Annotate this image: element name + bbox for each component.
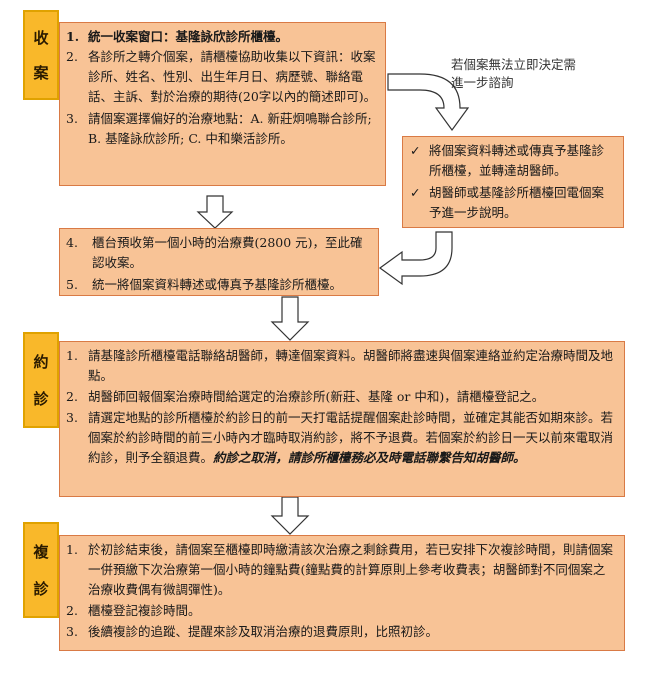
check-icon: ✓ xyxy=(410,143,421,158)
down-arrow-intake-to-payment xyxy=(196,195,234,229)
curve-arrow-side-to-payment xyxy=(378,231,453,286)
section-label-followup: 複 診 xyxy=(23,522,59,618)
list-item: 1. 統一收案窗口：基隆詠欣診所櫃檯。 xyxy=(62,27,377,47)
item-text: 櫃檯登記複診時間。 xyxy=(88,603,201,618)
list-item: 3. 請個案選擇偏好的治療地點：A. 新莊炯鳴聯合診所; B. 基隆詠欣診所; … xyxy=(62,109,377,149)
curve-arrow-intake-to-side xyxy=(387,73,470,132)
down-arrow-appointment-to-followup xyxy=(270,496,310,535)
item-number: 1. xyxy=(66,348,78,363)
list-item: 2. 各診所之轉介個案，請櫃檯協助收集以下資訊：收案診所、姓名、性別、出生年月日… xyxy=(62,47,377,107)
list-item: 3. 後續複診的追蹤、提醒來診及取消治療的退費原則，比照初診。 xyxy=(62,622,616,642)
list-item: 2. 胡醫師回報個案治療時間給選定的治療診所(新莊、基隆 or 中和)，請櫃檯登… xyxy=(62,387,616,407)
payment-box: 4. 櫃台預收第一個小時的治療費(2800 元)，至此確認收案。 5. 統一將個… xyxy=(59,228,379,296)
item-number: 2. xyxy=(66,603,78,618)
section-label-appointment: 約 診 xyxy=(23,332,59,428)
label-char: 診 xyxy=(33,390,49,409)
label-char: 複 xyxy=(33,542,49,561)
label-char: 約 xyxy=(33,352,49,371)
item-number: 3. xyxy=(66,410,78,425)
item-number: 3. xyxy=(66,111,78,126)
consult-box: ✓ 將個案資料轉述或傳真予基隆診所櫃檯，並轉達胡醫師。 ✓ 胡醫師或基隆診所櫃檯… xyxy=(402,136,624,228)
item-text: 各診所之轉介個案，請櫃檯協助收集以下資訊：收案診所、姓名、性別、出生年月日、病歷… xyxy=(88,49,377,104)
side-note: 若個案無法立即決定需進一步諮詢 xyxy=(451,57,577,90)
list-item: 5. 統一將個案資料轉述或傳真予基隆診所櫃檯。 xyxy=(62,275,370,295)
item-number: 3. xyxy=(66,624,78,639)
item-text: 請基隆診所櫃檯電話聯絡胡醫師，轉達個案資料。胡醫師將盡速與個案連絡並約定治療時間… xyxy=(88,348,614,383)
item-text: 胡醫師回報個案治療時間給選定的治療診所(新莊、基隆 or 中和)，請櫃檯登記之。 xyxy=(88,389,545,404)
intake-box: 1. 統一收案窗口：基隆詠欣診所櫃檯。 2. 各診所之轉介個案，請櫃檯協助收集以… xyxy=(59,22,386,186)
list-item: 1. 請基隆診所櫃檯電話聯絡胡醫師，轉達個案資料。胡醫師將盡速與個案連絡並約定治… xyxy=(62,346,616,386)
item-number: 2. xyxy=(66,49,78,64)
item-text: 統一收案窗口：基隆詠欣診所櫃檯。 xyxy=(88,29,289,44)
item-text: 櫃台預收第一個小時的治療費(2800 元)，至此確認收案。 xyxy=(92,235,363,270)
item-text: 將個案資料轉述或傳真予基隆診所櫃檯，並轉達胡醫師。 xyxy=(429,143,605,178)
down-arrow-payment-to-appointment xyxy=(270,296,310,341)
list-item: 2. 櫃檯登記複診時間。 xyxy=(62,601,616,621)
item-text: 後續複診的追蹤、提醒來診及取消治療的退費原則，比照初診。 xyxy=(88,624,439,639)
item-number: 2. xyxy=(66,389,78,404)
list-item: ✓ 胡醫師或基隆診所櫃檯回電個案予進一步說明。 xyxy=(407,183,615,223)
appointment-box: 1. 請基隆診所櫃檯電話聯絡胡醫師，轉達個案資料。胡醫師將盡速與個案連絡並約定治… xyxy=(59,341,625,497)
list-item: ✓ 將個案資料轉述或傳真予基隆診所櫃檯，並轉達胡醫師。 xyxy=(407,141,615,181)
item-number: 1. xyxy=(66,29,80,44)
item-number: 1. xyxy=(66,542,78,557)
followup-box: 1. 於初診結束後，請個案至櫃檯即時繳清該次治療之剩餘費用，若已安排下次複診時間… xyxy=(59,535,625,651)
item-number: 5. xyxy=(66,277,78,292)
label-char: 案 xyxy=(33,64,49,83)
check-icon: ✓ xyxy=(410,185,421,200)
list-item: 4. 櫃台預收第一個小時的治療費(2800 元)，至此確認收案。 xyxy=(62,233,370,273)
item-text: 於初診結束後，請個案至櫃檯即時繳清該次治療之剩餘費用，若已安排下次複診時間，則請… xyxy=(88,542,614,597)
cancellation-emphasis: 約診之取消，請診所櫃檯務必及時電話聯繫告知胡醫師。 xyxy=(213,450,526,465)
label-char: 診 xyxy=(33,580,49,599)
list-item: 3. 請選定地點的診所櫃檯於約診日的前一天打電話提醒個案赴診時間，並確定其能否如… xyxy=(62,408,616,468)
item-text: 請個案選擇偏好的治療地點：A. 新莊炯鳴聯合診所; B. 基隆詠欣診所; C. … xyxy=(88,111,372,146)
item-text: 胡醫師或基隆診所櫃檯回電個案予進一步說明。 xyxy=(429,185,605,220)
item-text: 統一將個案資料轉述或傳真予基隆診所櫃檯。 xyxy=(92,277,343,292)
item-text: 請選定地點的診所櫃檯於約診日的前一天打電話提醒個案赴診時間，並確定其能否如期來診… xyxy=(88,410,614,465)
section-label-intake: 收 案 xyxy=(23,10,59,100)
list-item: 1. 於初診結束後，請個案至櫃檯即時繳清該次治療之剩餘費用，若已安排下次複診時間… xyxy=(62,540,616,600)
item-number: 4. xyxy=(66,235,78,250)
label-char: 收 xyxy=(33,28,49,47)
